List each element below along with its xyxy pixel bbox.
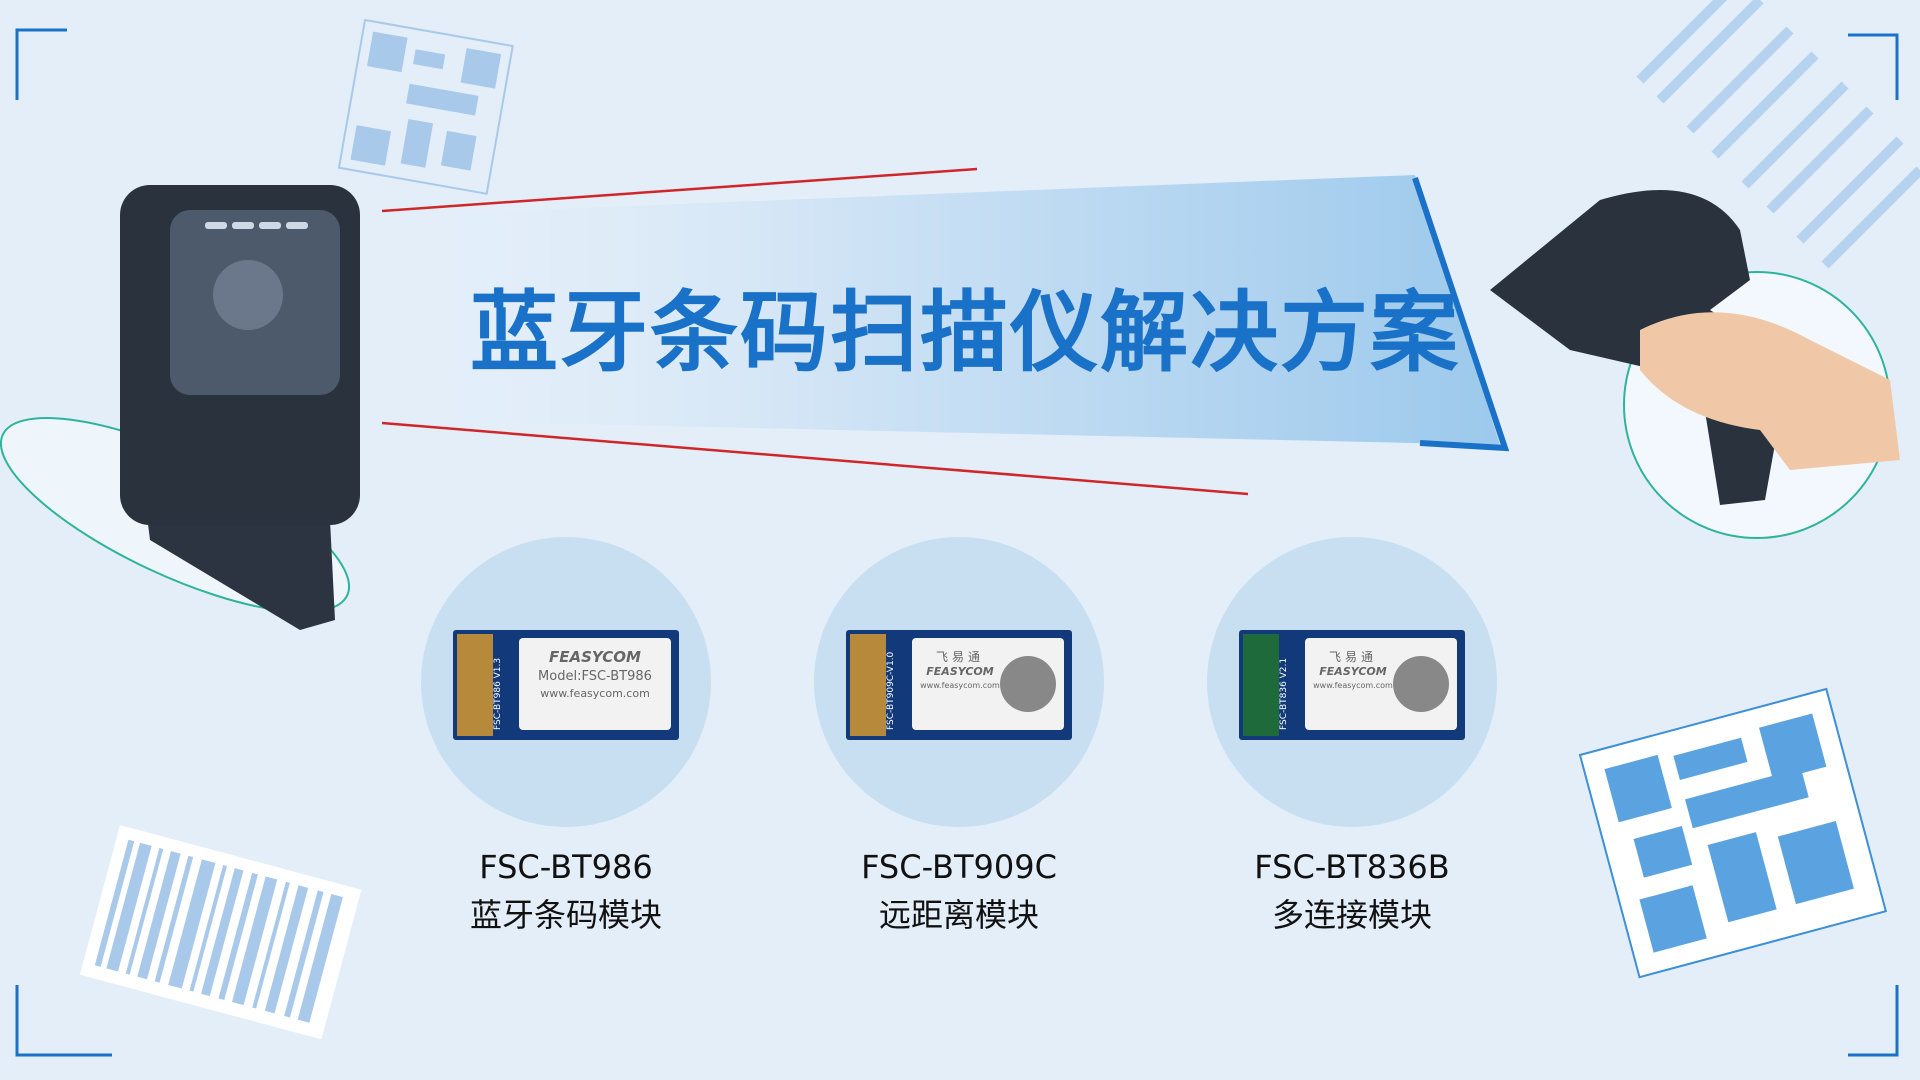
module-label-bt986: FSC-BT986 蓝牙条码模块 [366, 843, 766, 939]
module-model: FSC-BT986 [479, 848, 653, 886]
barcode-bottomleft [79, 825, 362, 1040]
module-brand: FEASYCOM [549, 648, 641, 666]
module-url: www.feasycom.com [920, 681, 1000, 690]
antenna-icon [850, 634, 886, 736]
title-banner [400, 175, 1500, 445]
page-title: 蓝牙条码扫描仪解决方案 [470, 281, 1461, 384]
module-image-bt986: FEASYCOM Model:FSC-BT986 www.feasycom.co… [453, 630, 679, 740]
qr-code-top [337, 18, 514, 195]
red-line-bottom [381, 421, 1249, 496]
module-brand: FEASYCOM [1319, 665, 1387, 678]
desktop-scanner-image [120, 185, 360, 630]
module-desc: 远距离模块 [878, 896, 1039, 934]
module-cn-brand: 飞易通 [935, 650, 984, 664]
module-url: www.feasycom.com [1313, 681, 1393, 690]
module-side-label: FSC-BT909C-V1.0 [886, 651, 896, 730]
handheld-scanner-image [1490, 190, 1900, 505]
module-desc: 蓝牙条码模块 [469, 896, 662, 934]
module-model: FSC-BT909C [861, 848, 1057, 886]
antenna-icon [1243, 634, 1279, 736]
feasycom-logo-icon [1000, 656, 1056, 712]
module-image-bt909c: 飞易通 FEASYCOM www.feasycom.com FSC-BT909C… [846, 630, 1072, 740]
module-url: www.feasycom.com [540, 687, 650, 700]
module-cn-brand: 飞易通 [1328, 650, 1377, 664]
module-model: FSC-BT836B [1254, 848, 1450, 886]
module-image-bt836b: 飞易通 FEASYCOM www.feasycom.com FSC-BT836 … [1239, 630, 1465, 740]
module-model-text: Model:FSC-BT986 [538, 669, 652, 684]
module-brand: FEASYCOM [926, 665, 994, 678]
module-label-bt836b: FSC-BT836B 多连接模块 [1152, 843, 1552, 939]
module-side-label: FSC-BT986 V1.3 [493, 657, 503, 730]
antenna-icon [457, 634, 493, 736]
module-label-bt909c: FSC-BT909C 远距离模块 [759, 843, 1159, 939]
module-desc: 多连接模块 [1271, 896, 1432, 934]
red-line-top [381, 167, 978, 213]
corner-brackets [15, 28, 1899, 1057]
feasycom-logo-icon [1393, 656, 1449, 712]
qr-code-bottom [1578, 687, 1888, 979]
module-side-label: FSC-BT836 V2.1 [1279, 657, 1289, 730]
barcode-topright [1636, 0, 1920, 269]
